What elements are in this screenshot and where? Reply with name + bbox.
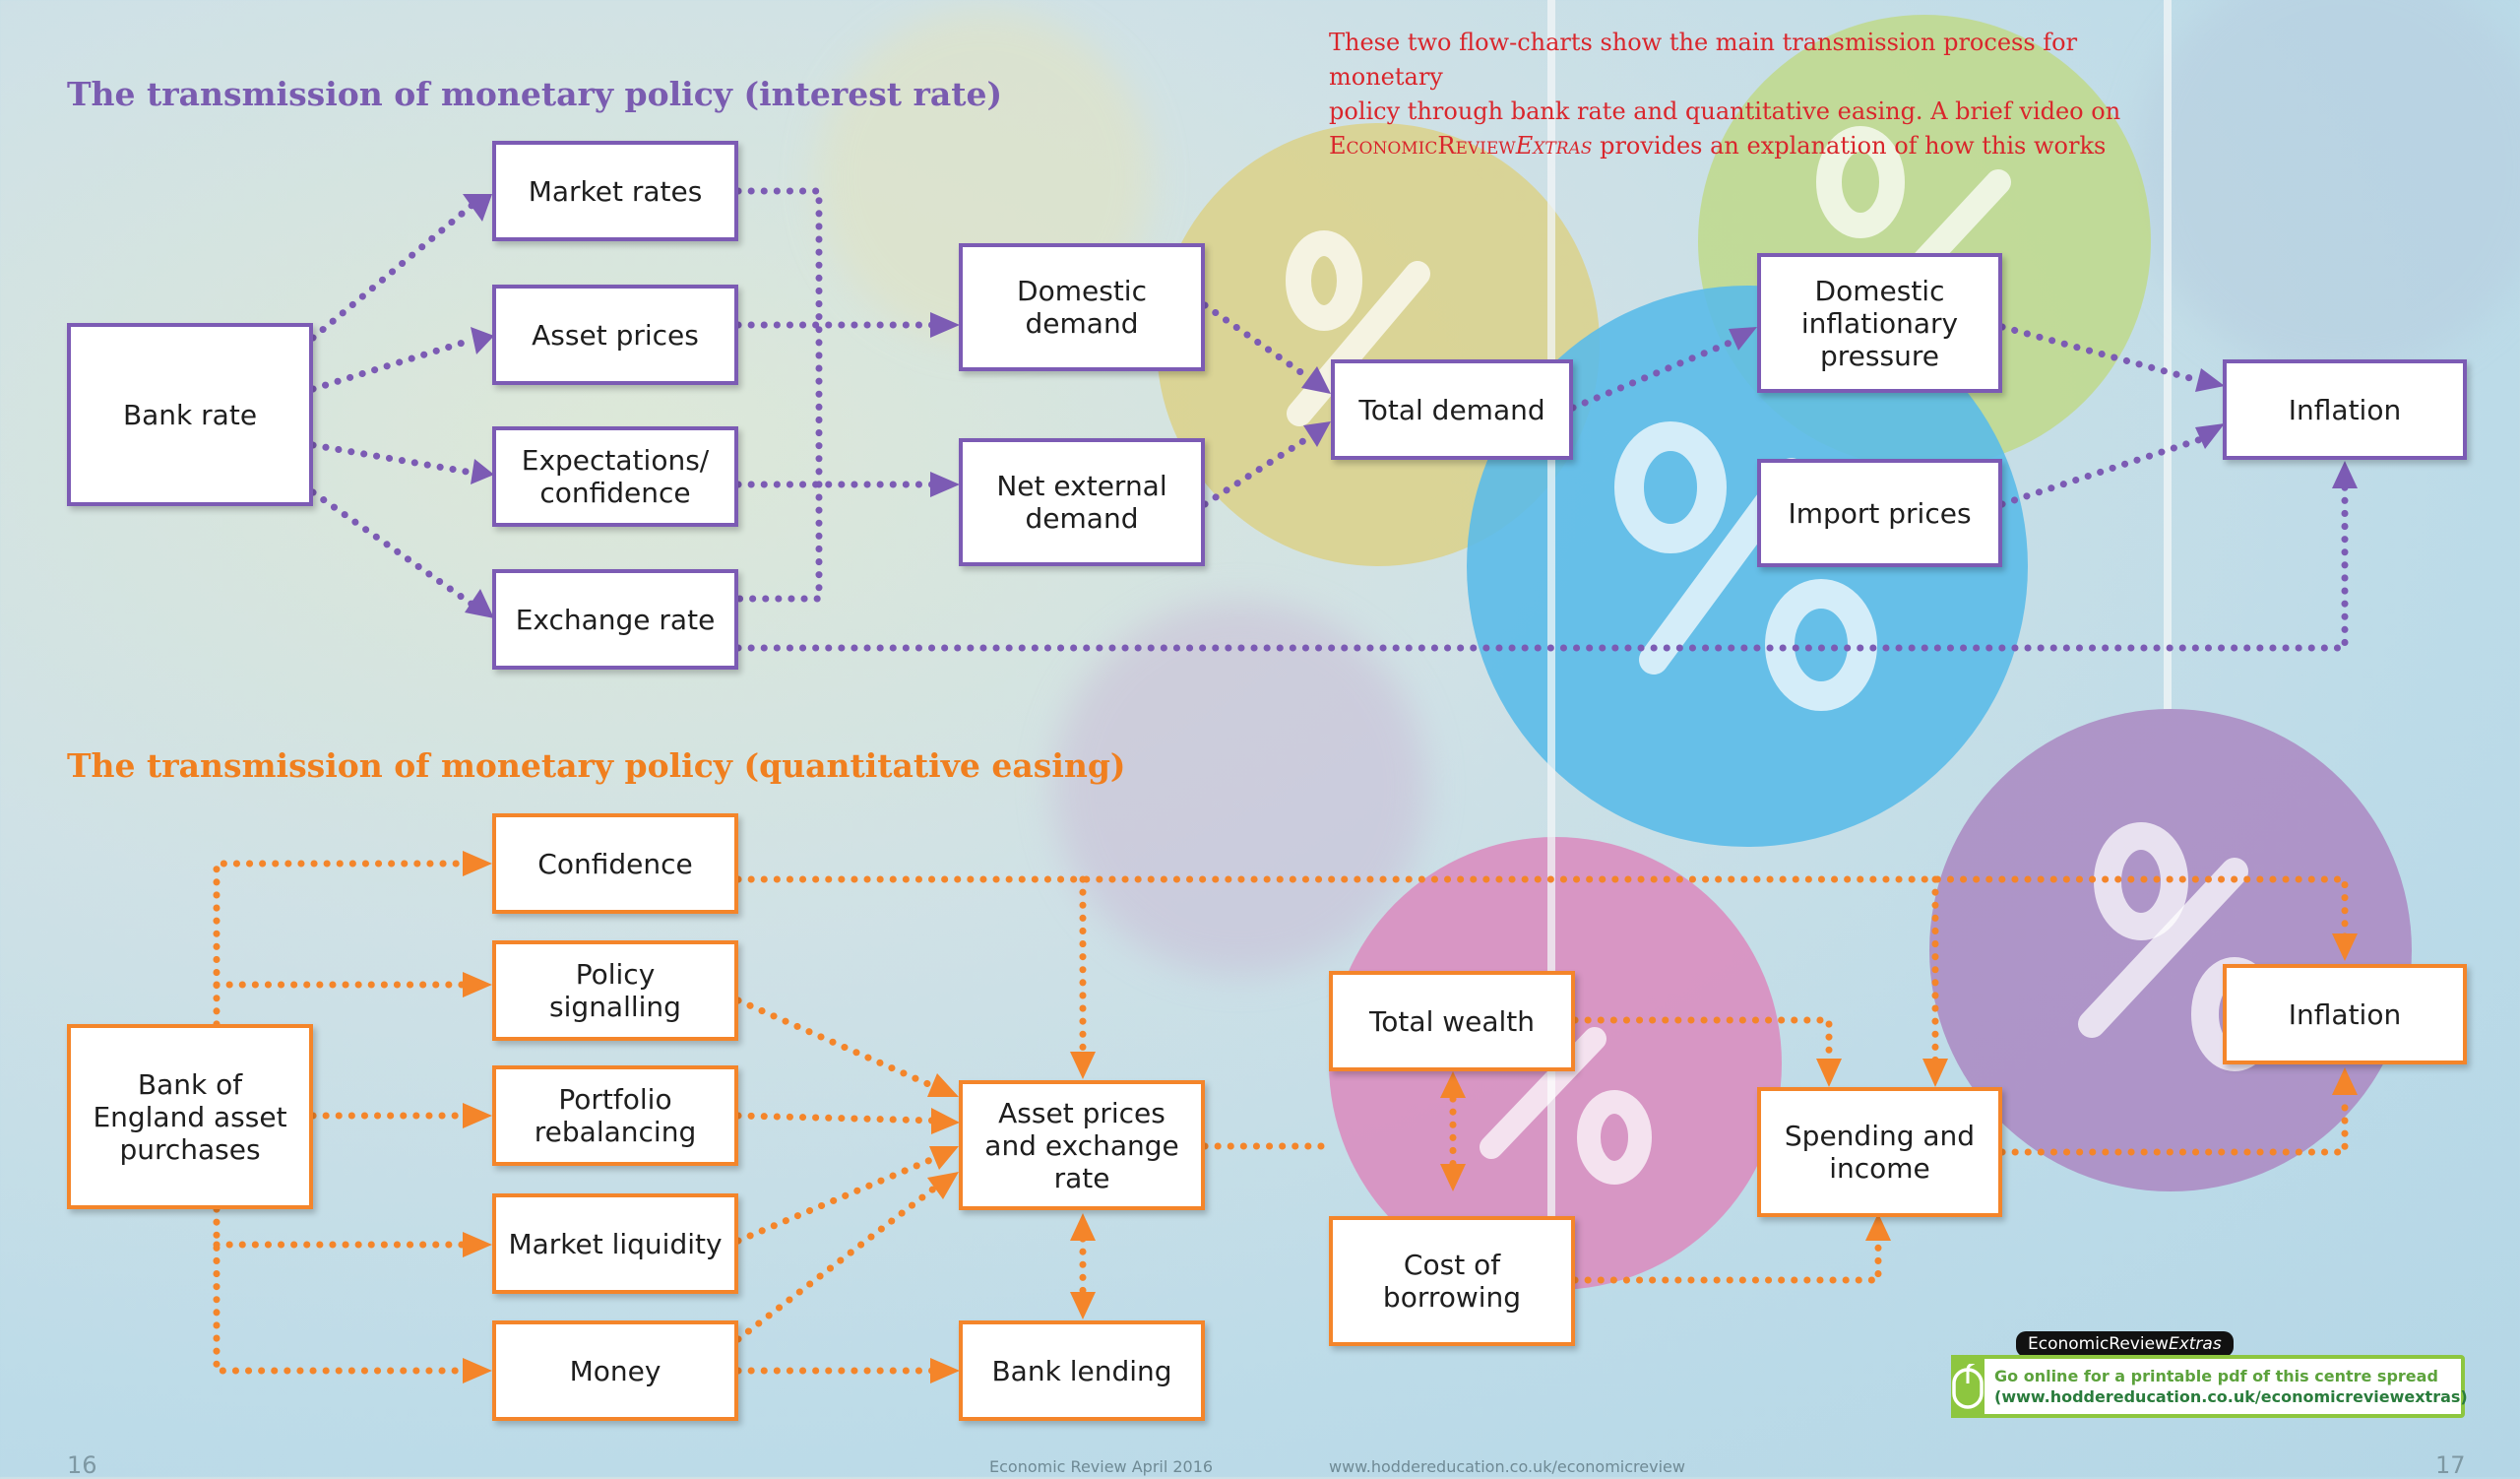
footer-issue: Economic Review April 2016 [989,1457,1214,1476]
page-number-right: 17 [2435,1451,2466,1479]
node-import-prices: Import prices [1757,459,2002,567]
node-asset-prices: Asset prices [492,285,738,385]
node-expectations-confidence: Expectations/ confidence [492,426,738,527]
footer-url[interactable]: www.hoddereducation.co.uk/economicreview [1329,1457,1685,1476]
intro-line-2: policy through bank rate and quantitativ… [1329,97,2121,125]
node-confidence: Confidence [492,813,738,914]
node-policy-signalling: Policy signalling [492,940,738,1041]
intro-line-3-rest: provides an explanation of how this work… [1592,132,2107,160]
interest-rate-chart-title: The transmission of monetary policy (int… [67,75,1003,113]
banner-line-1: Go online for a printable pdf of this ce… [1994,1367,2438,1385]
node-net-external-demand: Net external demand [959,438,1205,566]
extras-tag-name: EconomicReview [2028,1334,2169,1354]
intro-brand-name: EconomicReview [1329,132,1516,160]
node-boe-asset-purchases: Bank of England asset purchases [67,1024,313,1209]
qe-chart-title: The transmission of monetary policy (qua… [67,746,1126,785]
node-inflation-qe: Inflation [2223,964,2467,1064]
intro-brand-extras: Extras [1515,132,1593,160]
node-total-demand: Total demand [1331,359,1573,460]
node-portfolio-rebalancing: Portfolio rebalancing [492,1065,738,1166]
node-exchange-rate: Exchange rate [492,569,738,670]
node-domestic-demand: Domestic demand [959,243,1205,371]
node-asset-prices-exchange-rate: Asset prices and exchange rate [959,1080,1205,1210]
banner-url[interactable]: (www.hoddereducation.co.uk/economicrevie… [1994,1387,2468,1406]
node-total-wealth: Total wealth [1329,971,1575,1071]
node-money: Money [492,1320,738,1421]
intro-line-3: EconomicReviewExtras provides an explana… [1329,129,2195,163]
node-market-liquidity: Market liquidity [492,1193,738,1294]
node-spending-and-income: Spending and income [1757,1087,2002,1217]
extras-tag: EconomicReviewExtras [2016,1331,2234,1357]
node-bank-lending: Bank lending [959,1320,1205,1421]
mouse-icon [1951,1355,1984,1418]
page-number-left: 16 [67,1451,97,1479]
node-domestic-inflationary-pressure: Domestic inflationary pressure [1757,253,2002,393]
node-bank-rate: Bank rate [67,323,313,506]
node-cost-of-borrowing: Cost of borrowing [1329,1216,1575,1346]
extras-tag-extras: Extras [2168,1334,2222,1354]
intro-line-1: These two flow-charts show the main tran… [1329,29,2078,91]
node-market-rates: Market rates [492,141,738,241]
node-inflation-interest: Inflation [2223,359,2467,460]
online-pdf-banner[interactable]: Go online for a printable pdf of this ce… [1951,1355,2468,1418]
intro-text: These two flow-charts show the main tran… [1329,26,2195,163]
